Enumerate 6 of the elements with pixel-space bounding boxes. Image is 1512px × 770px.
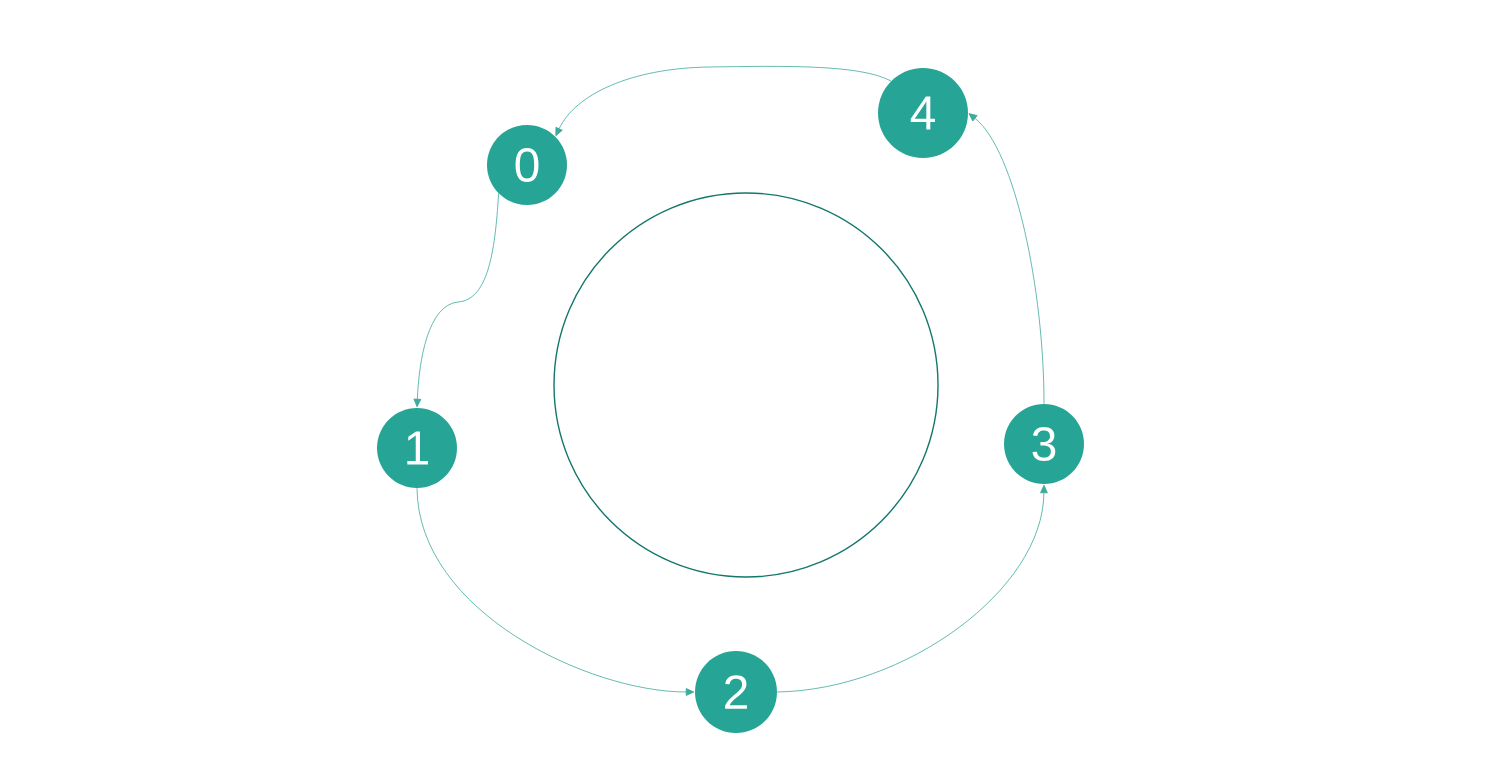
arrow xyxy=(776,484,1048,693)
arrow xyxy=(416,487,695,696)
arrow xyxy=(968,113,1045,405)
ring-circle xyxy=(553,192,939,578)
arrow xyxy=(413,193,499,408)
arrow xyxy=(555,65,892,137)
